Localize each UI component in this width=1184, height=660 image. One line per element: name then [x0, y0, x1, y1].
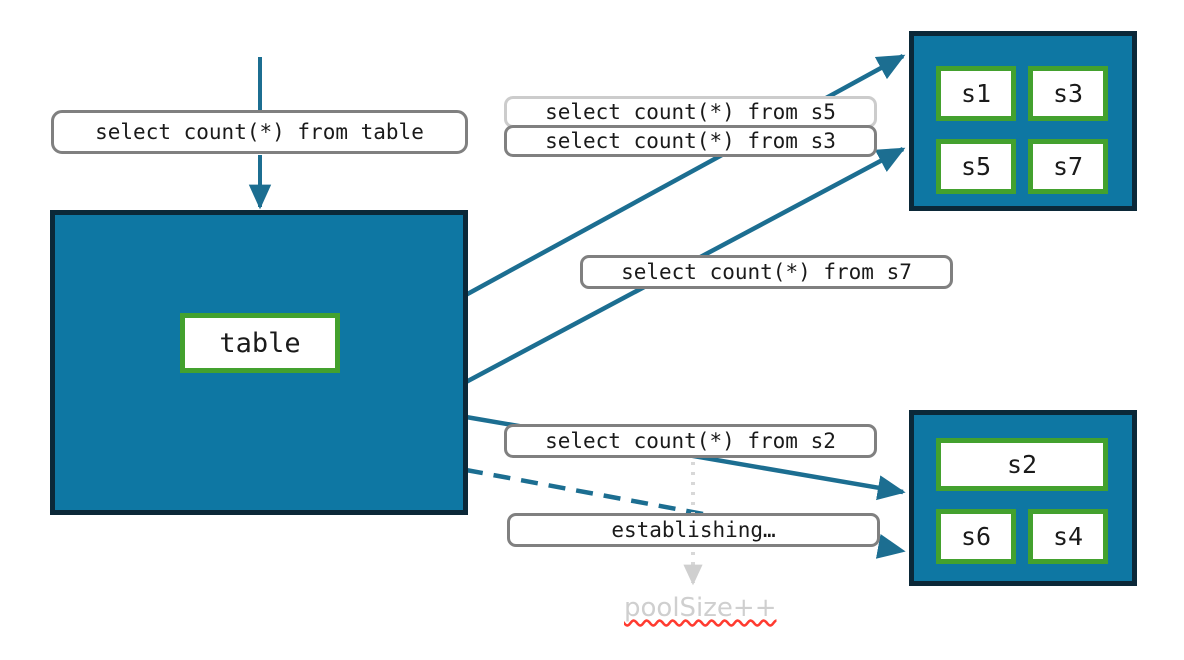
query-label-from-s5-text: select count(*) from s5: [545, 100, 836, 124]
node-s3[interactable]: s3: [1028, 66, 1108, 121]
node-s7-label: s7: [1052, 152, 1084, 181]
query-label-from-s3-text: select count(*) from s3: [545, 129, 836, 153]
node-s3-label: s3: [1052, 79, 1084, 108]
node-s5-label: s5: [960, 152, 992, 181]
node-table-label: table: [219, 327, 301, 359]
node-s1-label: s1: [960, 79, 992, 108]
node-s2-label: s2: [1006, 450, 1038, 479]
status-label-establishing[interactable]: establishing…: [507, 513, 880, 547]
node-s7[interactable]: s7: [1028, 139, 1108, 194]
node-s4[interactable]: s4: [1028, 509, 1108, 564]
query-label-from-s7-text: select count(*) from s7: [621, 260, 912, 284]
annotation-poolsize: poolSize++: [624, 593, 777, 623]
query-label-from-s3[interactable]: select count(*) from s3: [504, 125, 877, 157]
node-s1[interactable]: s1: [936, 66, 1016, 121]
query-label-from-s2-text: select count(*) from s2: [545, 429, 836, 453]
node-table[interactable]: table: [180, 313, 340, 373]
node-s2[interactable]: s2: [936, 438, 1108, 491]
status-label-establishing-text: establishing…: [611, 518, 776, 542]
node-s4-label: s4: [1052, 522, 1084, 551]
node-s5[interactable]: s5: [936, 139, 1016, 194]
query-label-from-s7[interactable]: select count(*) from s7: [580, 255, 953, 289]
node-s6[interactable]: s6: [936, 509, 1016, 564]
query-label-from-s5[interactable]: select count(*) from s5: [504, 96, 877, 128]
node-s6-label: s6: [960, 522, 992, 551]
query-label-from-table[interactable]: select count(*) from table: [51, 110, 468, 154]
query-label-from-s2[interactable]: select count(*) from s2: [504, 424, 877, 458]
query-label-from-table-text: select count(*) from table: [95, 120, 424, 144]
